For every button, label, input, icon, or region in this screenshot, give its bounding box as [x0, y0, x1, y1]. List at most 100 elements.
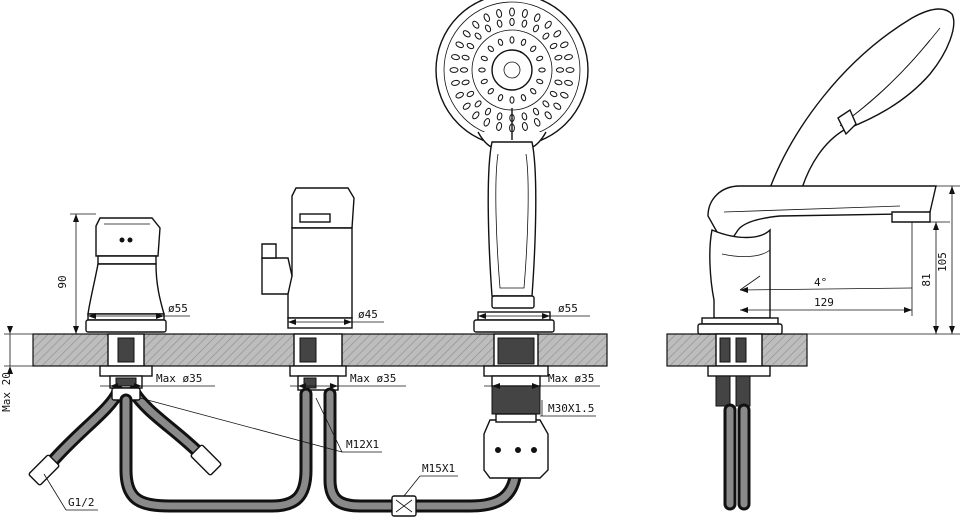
nozzle — [532, 107, 540, 116]
dimension-dia55-left: ø55 — [88, 302, 190, 319]
nozzle — [455, 91, 464, 99]
nozzle — [521, 122, 528, 131]
nozzle — [497, 38, 504, 46]
label-dia45: ø45 — [358, 308, 378, 321]
label-m30: M30X1.5 — [548, 402, 594, 415]
nozzle — [530, 88, 537, 95]
nozzle — [509, 36, 515, 44]
nozzle — [487, 88, 494, 95]
nozzle — [451, 54, 460, 61]
nozzle — [449, 67, 459, 73]
dimension-length-129: 129 — [740, 222, 913, 316]
dimension-angle-4: 4° — [739, 275, 913, 293]
nozzle — [480, 78, 488, 85]
supply-hoses-left — [28, 385, 222, 486]
nozzle — [536, 55, 544, 62]
nozzle — [455, 41, 464, 49]
nozzle — [521, 19, 528, 28]
nozzle — [509, 96, 515, 104]
label-g12-group: G1/2 — [43, 473, 98, 511]
nozzle — [555, 67, 565, 73]
diverter — [261, 187, 355, 391]
label-m12: M12X1 — [346, 438, 379, 451]
nozzle — [461, 54, 470, 61]
nozzle — [549, 90, 558, 98]
nozzle — [565, 67, 575, 73]
label-m12-group: M12X1 — [139, 397, 382, 453]
dimension-height-81: 81 — [918, 221, 950, 334]
nozzle — [554, 54, 563, 61]
label-81: 81 — [920, 273, 933, 286]
nozzle — [542, 100, 550, 108]
dimension-m30: M30X1.5 — [540, 400, 596, 417]
label-4deg: 4° — [814, 276, 827, 289]
dimension-max35-b: Max ø35 — [290, 372, 406, 389]
nozzle — [536, 78, 544, 85]
dimension-height-105: 105 — [782, 185, 960, 335]
nozzle — [549, 42, 558, 50]
nozzle — [472, 111, 480, 120]
nozzle — [474, 100, 482, 108]
side-view-faucet — [697, 8, 955, 511]
label-max35-a: Max ø35 — [156, 372, 202, 385]
dimension-max35-c: Max ø35 — [484, 372, 600, 389]
nozzle — [533, 13, 541, 22]
dimension-height-90: 90 — [56, 213, 96, 334]
dimension-dia45: ø45 — [288, 308, 384, 325]
nozzle — [533, 118, 541, 127]
label-dia55-right: ø55 — [558, 302, 578, 315]
nozzle — [474, 32, 482, 40]
nozzle — [532, 24, 540, 33]
nozzle — [480, 55, 488, 62]
left-mixer — [85, 217, 167, 389]
nozzle — [462, 102, 471, 110]
nozzle — [461, 79, 470, 86]
label-max35-b: Max ø35 — [350, 372, 396, 385]
nozzle — [564, 79, 573, 86]
label-g12: G1/2 — [68, 496, 95, 509]
nozzle — [521, 112, 528, 121]
nozzle — [496, 9, 503, 18]
dimension-dia55-right: ø55 — [478, 302, 590, 319]
label-max35-c: Max ø35 — [548, 372, 594, 385]
nozzle — [483, 118, 491, 127]
nozzle — [542, 32, 550, 40]
nozzle — [484, 107, 492, 116]
nozzle — [544, 111, 552, 120]
nozzle — [496, 122, 503, 131]
label-m15-group: M15X1 — [403, 462, 458, 497]
nozzle — [554, 79, 563, 86]
nozzle — [560, 91, 569, 99]
nozzle — [521, 9, 528, 18]
nozzle — [564, 54, 573, 61]
nozzle — [472, 20, 480, 29]
label-129: 129 — [814, 296, 834, 309]
nozzle-ring-inner — [478, 36, 546, 104]
label-90: 90 — [56, 275, 69, 288]
nozzle — [466, 90, 475, 98]
hand-shower-front — [435, 0, 589, 479]
nozzle — [560, 41, 569, 49]
nozzle — [497, 94, 504, 102]
nozzle — [553, 30, 562, 38]
nozzle — [484, 24, 492, 33]
label-105: 105 — [936, 252, 949, 272]
nozzle — [466, 42, 475, 50]
nozzle — [538, 67, 546, 73]
nozzle — [451, 79, 460, 86]
nozzle — [520, 38, 527, 46]
nozzle — [530, 45, 537, 52]
label-m15: M15X1 — [422, 462, 455, 475]
nozzle — [520, 94, 527, 102]
nozzle — [509, 17, 515, 27]
dimension-max-20: Max 20 — [0, 326, 33, 412]
label-max-20: Max 20 — [0, 372, 13, 412]
label-dia55-left: ø55 — [168, 302, 188, 315]
nozzle — [496, 19, 503, 28]
nozzle — [478, 67, 486, 73]
hose-left-to-diverter — [119, 387, 313, 513]
nozzle — [483, 13, 491, 22]
nozzle — [553, 102, 562, 110]
